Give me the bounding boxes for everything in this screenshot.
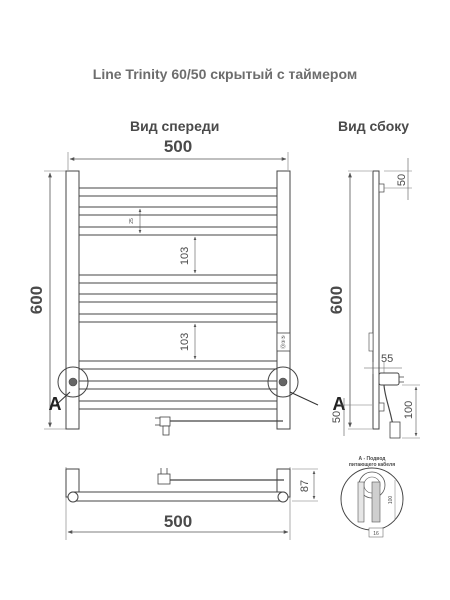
plan-view <box>65 467 318 540</box>
detail-height-value: 100 <box>388 496 394 505</box>
side-rail <box>372 170 380 430</box>
plan-left-cap <box>67 491 79 503</box>
detail-a <box>340 467 404 538</box>
side-plug-value: 100 <box>403 401 415 419</box>
plug-tail <box>162 425 170 436</box>
side-plug-end <box>389 421 401 439</box>
detail-small-box <box>368 527 384 538</box>
side-plug-pins <box>399 376 404 383</box>
callout-leader-left <box>55 391 71 406</box>
towel-bar-7 <box>78 360 278 370</box>
left-rail <box>65 170 80 430</box>
plan-bar <box>71 491 285 502</box>
plug-body <box>159 416 171 427</box>
detail-wall-right <box>371 481 381 523</box>
side-height-value: 600 <box>327 286 346 314</box>
front-height-value: 600 <box>27 286 46 314</box>
spacing-2-value: 103 <box>179 333 191 351</box>
connection-point-right <box>278 377 288 387</box>
towel-bar-1 <box>78 187 278 197</box>
side-bracket-top <box>378 183 385 193</box>
plan-width-value: 500 <box>164 512 192 531</box>
towel-bar-3 <box>78 226 278 236</box>
detail-title-line2: питающего кабеля <box>349 461 395 468</box>
product-title: Line Trinity 60/50 скрытый с таймером <box>92 66 358 82</box>
right-rail <box>276 170 291 430</box>
towel-bar-8 <box>78 380 278 390</box>
detail-wall-left <box>357 481 365 523</box>
plan-plug-pins <box>160 468 168 474</box>
towel-bar-4 <box>78 274 278 284</box>
towel-bar-5 <box>78 293 278 303</box>
towel-bar-2 <box>78 206 278 216</box>
towel-bar-9 <box>78 400 278 410</box>
side-view <box>340 158 420 439</box>
detail-circle-right <box>267 366 299 398</box>
towel-bar-6 <box>78 313 278 323</box>
callout-label-right: А <box>333 394 346 414</box>
side-plug-housing <box>378 372 400 386</box>
detail-circle-left <box>57 366 89 398</box>
side-timer <box>368 332 374 352</box>
side-view-label: Вид сбоку <box>338 118 410 134</box>
front-view <box>44 152 319 436</box>
detail-small-value: 16 <box>373 531 379 537</box>
spacing-1-value: 103 <box>179 247 191 265</box>
callout-label-left: А <box>49 394 62 414</box>
plan-plug <box>157 473 171 485</box>
plan-right-cap <box>277 491 289 503</box>
detail-title-line1: А - Подвод <box>359 456 387 462</box>
front-width-value: 500 <box>164 137 192 156</box>
side-offset-value: 55 <box>381 353 393 365</box>
connection-point-left <box>68 377 78 387</box>
side-bracket-bottom <box>378 402 385 412</box>
side-top-value: 50 <box>396 174 408 186</box>
timer-block <box>276 332 291 352</box>
callout-leader-right <box>289 391 319 406</box>
timer-label: Ⓞ③⑤ <box>280 335 287 349</box>
front-view-label: Вид спереди <box>130 118 220 134</box>
plan-depth-value: 87 <box>299 480 311 492</box>
bar-gap-value: 25 <box>129 218 135 224</box>
side-bottom-value: 50 <box>331 411 343 423</box>
